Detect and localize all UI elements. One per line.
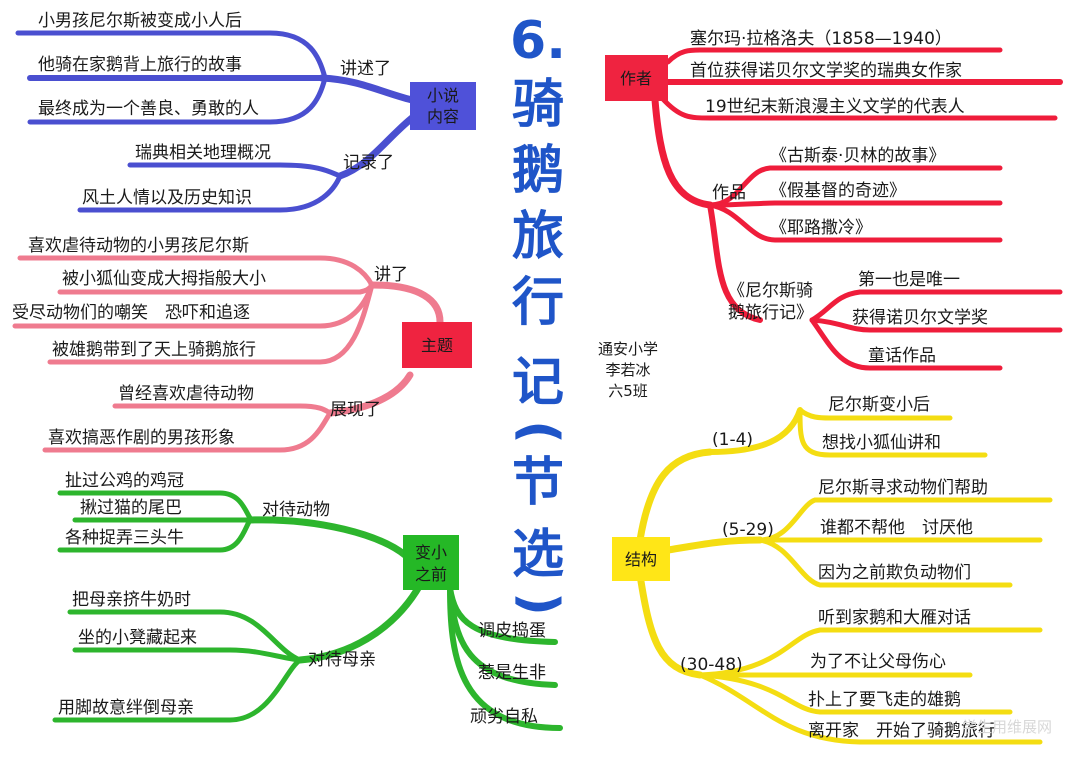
- label-towards-animals: 对待动物: [262, 500, 330, 520]
- item-green-3: 各种捉弄三头牛: [65, 528, 184, 548]
- item-green-trouble: 惹是生非: [478, 663, 546, 683]
- item-red-only-one: 第一也是唯一: [858, 270, 960, 290]
- label-showed: 展现了: [330, 400, 381, 420]
- author-class: 六5班: [608, 382, 648, 400]
- item-blue-3: 最终成为一个善良、勇敢的人: [38, 99, 259, 119]
- work-1: 《古斯泰·贝林的故事》: [770, 146, 945, 166]
- item-yellow-3: 尼尔斯寻求动物们帮助: [818, 478, 988, 498]
- author-name: 李若冰: [605, 361, 650, 379]
- title-char-10: ): [509, 592, 569, 616]
- title-char-6: 记: [512, 353, 564, 413]
- section-1-4: (1-4): [712, 430, 753, 450]
- work-2: 《假基督的奇迹》: [770, 181, 906, 201]
- item-red-fairy-tale: 童话作品: [868, 346, 936, 366]
- branch-author: [651, 47, 1063, 371]
- label-works: 作品: [712, 183, 746, 203]
- node-author-label: 作者: [620, 69, 652, 88]
- branch-before-shrinking: [52, 490, 563, 731]
- work-nils-line2: 鹅旅行记》: [728, 303, 813, 323]
- item-green-2: 揪过猫的尾巴: [80, 498, 182, 518]
- item-red-first-winner: 首位获得诺贝尔文学奖的瑞典女作家: [690, 61, 962, 81]
- item-yellow-1: 尼尔斯变小后: [828, 395, 930, 415]
- watermark: 学生用维展网: [962, 718, 1052, 736]
- item-yellow-6: 听到家鹅和大雁对话: [818, 608, 971, 628]
- title-char-8: 节: [512, 453, 564, 513]
- item-green-selfish: 顽劣自私: [470, 707, 538, 727]
- item-red-representative: 19世纪末新浪漫主义文学的代表人: [705, 97, 965, 117]
- node-before-shrinking: [403, 535, 459, 590]
- item-pink-4: 被雄鹅带到了天上骑鹅旅行: [52, 340, 256, 360]
- item-green-4: 把母亲挤牛奶时: [72, 590, 191, 610]
- branch-theme: [12, 255, 444, 453]
- item-pink-6: 喜欢搞恶作剧的男孩形象: [48, 428, 235, 448]
- item-blue-4: 瑞典相关地理概况: [135, 143, 271, 163]
- title-char-9: 选: [512, 525, 564, 585]
- title-char-2: 骑: [512, 75, 564, 135]
- item-pink-3: 受尽动物们的嘲笑 恐吓和追逐: [12, 303, 250, 323]
- item-yellow-9: 离开家 开始了骑鹅旅行: [808, 721, 995, 741]
- item-yellow-4: 谁都不帮他 讨厌他: [820, 518, 973, 538]
- item-yellow-7: 为了不让父母伤心: [810, 652, 946, 672]
- page-title: 6. 骑 鹅 旅 行 记 ( 节 选 ): [509, 11, 569, 616]
- item-pink-5: 曾经喜欢虐待动物: [118, 384, 254, 404]
- node-structure: [612, 537, 670, 581]
- section-5-29: (5-29): [722, 520, 774, 540]
- item-green-1: 扯过公鸡的鸡冠: [65, 471, 184, 491]
- work-nils-line1: 《尼尔斯骑: [728, 281, 813, 301]
- title-char-4: 旅: [512, 207, 564, 267]
- node-before-line2: 之前: [415, 565, 447, 584]
- work-3: 《耶路撒冷》: [770, 218, 872, 238]
- node-before-line1: 变小: [415, 543, 447, 562]
- node-structure-label: 结构: [625, 550, 657, 569]
- title-char-7: (: [509, 420, 569, 444]
- node-theme: [402, 322, 472, 368]
- section-30-48: (30-48): [680, 655, 743, 675]
- item-pink-1: 喜欢虐待动物的小男孩尼尔斯: [28, 236, 249, 256]
- item-blue-5: 风土人情以及历史知识: [82, 188, 252, 208]
- item-yellow-8: 扑上了要飞走的雄鹅: [808, 690, 961, 710]
- title-char-3: 鹅: [512, 141, 564, 201]
- item-blue-2: 他骑在家鹅背上旅行的故事: [38, 55, 242, 75]
- item-yellow-2: 想找小狐仙讲和: [822, 433, 941, 453]
- node-story-content-line1: 小说: [427, 86, 459, 105]
- label-recorded: 记录了: [343, 153, 394, 173]
- label-narrated: 讲述了: [340, 59, 391, 79]
- item-green-5: 坐的小凳藏起来: [78, 628, 197, 648]
- branch-structure: [636, 407, 1053, 745]
- branch-story-content: [15, 30, 416, 213]
- item-yellow-5: 因为之前欺负动物们: [818, 563, 971, 583]
- label-told: 讲了: [374, 265, 408, 285]
- item-green-6: 用脚故意绊倒母亲: [58, 698, 194, 718]
- item-red-nobel: 获得诺贝尔文学奖: [852, 308, 988, 328]
- author-school: 通安小学: [598, 340, 658, 358]
- node-theme-label: 主题: [421, 336, 453, 355]
- item-red-name: 塞尔玛·拉格洛夫（1858—1940）: [690, 29, 952, 49]
- node-author: [605, 55, 668, 101]
- item-green-naughty: 调皮捣蛋: [478, 621, 546, 641]
- item-pink-2: 被小狐仙变成大拇指般大小: [62, 269, 266, 289]
- node-story-content-line2: 内容: [427, 107, 459, 126]
- item-blue-1: 小男孩尼尔斯被变成小人后: [38, 11, 242, 31]
- title-char-1: 6.: [510, 11, 566, 71]
- title-char-5: 行: [512, 273, 564, 333]
- node-story-content: [410, 82, 476, 130]
- label-towards-mother: 对待母亲: [308, 650, 376, 670]
